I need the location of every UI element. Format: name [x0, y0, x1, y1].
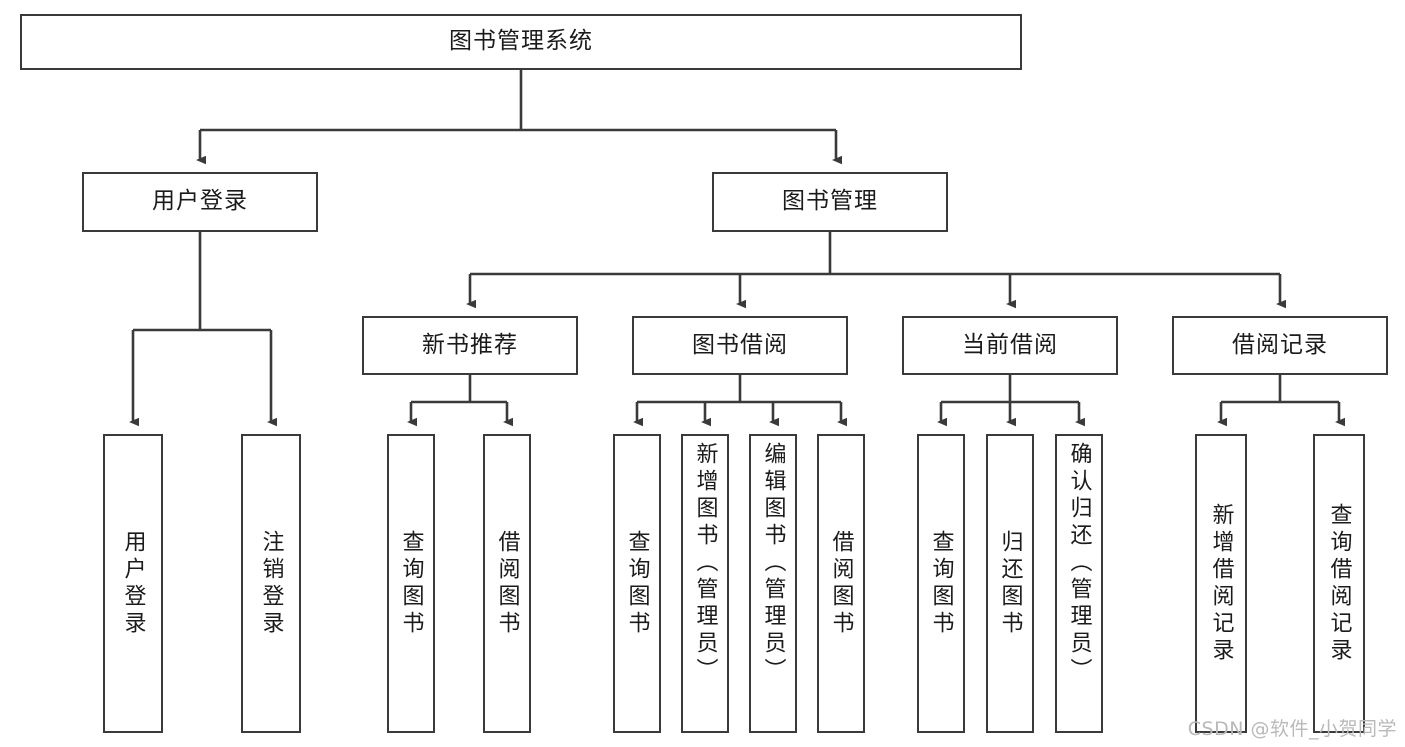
node-leaf-borrow-borrow-book[interactable]: 借阅图书 [817, 434, 865, 733]
node-leaf-record-query[interactable]: 查询借阅记录 [1313, 434, 1365, 733]
node-leaf-current-confirm-return[interactable]: 确认归还（管理员） [1055, 434, 1103, 733]
node-leaf-current-return-book[interactable]: 归还图书 [986, 434, 1034, 733]
node-leaf-rec-borrow-book[interactable]: 借阅图书 [483, 434, 531, 733]
node-leaf-rec-query-book[interactable]: 查询图书 [387, 434, 435, 733]
node-leaf-rec-query-book-label: 查询图书 [398, 529, 424, 638]
node-leaf-borrow-add-book[interactable]: 新增图书（管理员） [681, 434, 729, 733]
node-book-manage-label: 图书管理 [782, 188, 878, 215]
node-leaf-borrow-edit-book[interactable]: 编辑图书（管理员） [749, 434, 797, 733]
node-borrow-record[interactable]: 借阅记录 [1172, 316, 1388, 375]
node-leaf-borrow-add-book-label: 新增图书（管理员） [692, 442, 718, 685]
node-leaf-user-logout-label: 注销登录 [258, 529, 284, 638]
node-user-login-label: 用户登录 [152, 188, 248, 215]
node-book-manage[interactable]: 图书管理 [712, 172, 948, 232]
node-user-login[interactable]: 用户登录 [82, 172, 318, 232]
node-leaf-record-add-label: 新增借阅记录 [1208, 502, 1234, 665]
node-leaf-rec-borrow-book-label: 借阅图书 [494, 529, 520, 638]
node-leaf-user-login[interactable]: 用户登录 [103, 434, 163, 733]
node-leaf-borrow-borrow-book-label: 借阅图书 [828, 529, 854, 638]
node-leaf-current-query-book[interactable]: 查询图书 [917, 434, 965, 733]
node-root-label: 图书管理系统 [449, 28, 593, 55]
node-new-book-rec-label: 新书推荐 [422, 331, 518, 358]
csdn-watermark: CSDN @软件_小贺同学 [1187, 718, 1397, 740]
node-leaf-record-query-label: 查询借阅记录 [1326, 502, 1352, 665]
node-leaf-current-confirm-return-label: 确认归还（管理员） [1066, 442, 1092, 685]
node-root[interactable]: 图书管理系统 [20, 14, 1022, 70]
node-book-borrow-label: 图书借阅 [692, 331, 788, 358]
node-book-borrow[interactable]: 图书借阅 [632, 316, 848, 375]
node-leaf-borrow-query-book-label: 查询图书 [624, 529, 650, 638]
node-borrow-record-label: 借阅记录 [1232, 331, 1328, 358]
node-leaf-borrow-query-book[interactable]: 查询图书 [613, 434, 661, 733]
node-leaf-user-login-label: 用户登录 [120, 529, 146, 638]
node-current-borrow[interactable]: 当前借阅 [902, 316, 1118, 375]
node-leaf-user-logout[interactable]: 注销登录 [241, 434, 301, 733]
node-leaf-current-query-book-label: 查询图书 [928, 529, 954, 638]
node-leaf-record-add[interactable]: 新增借阅记录 [1195, 434, 1247, 733]
node-current-borrow-label: 当前借阅 [962, 331, 1058, 358]
node-new-book-rec[interactable]: 新书推荐 [362, 316, 578, 375]
node-leaf-current-return-book-label: 归还图书 [997, 529, 1023, 638]
node-leaf-borrow-edit-book-label: 编辑图书（管理员） [760, 442, 786, 685]
